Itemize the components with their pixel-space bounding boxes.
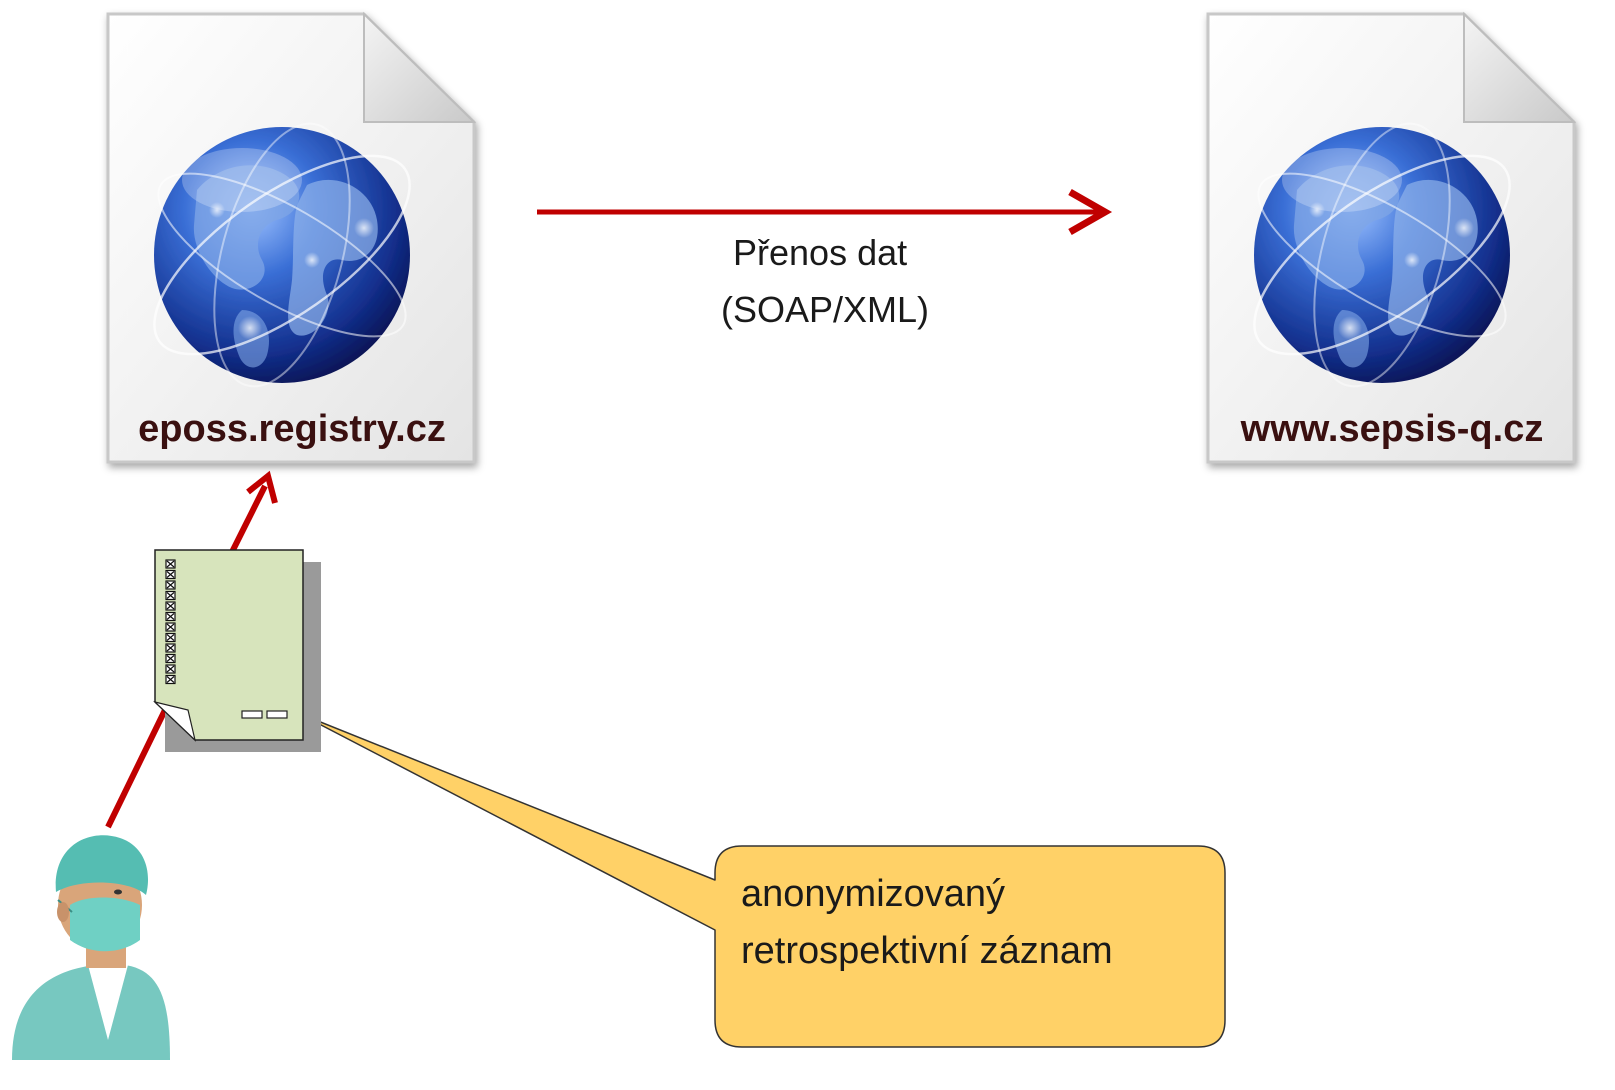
callout-text-line1: anonymizovaný: [741, 873, 1005, 915]
checkbox-check: [166, 665, 175, 673]
globe-document-icon: [1206, 12, 1576, 464]
target-host-label: www.sepsis-q.cz: [1240, 408, 1544, 450]
transfer-label-line2: (SOAP/XML): [721, 289, 929, 330]
checkbox-check: [166, 602, 175, 610]
checkbox-check: [166, 592, 175, 599]
checkbox-check: [166, 676, 175, 683]
checkbox-check: [166, 560, 175, 568]
form-to-host-arrowhead: [246, 470, 278, 504]
callout-text-line2: retrospektivní záznam: [741, 930, 1113, 972]
checkbox-check: [166, 623, 175, 631]
checkbox-check: [166, 571, 175, 578]
checkbox-check: [166, 634, 175, 641]
globe-document-icon: [106, 12, 476, 464]
checkbox-check: [166, 613, 175, 620]
callout-box: anonymizovaný retrospektivní záznam: [297, 712, 1226, 1048]
transfer-label-line1: Přenos dat: [733, 232, 907, 273]
target-host-node: [1206, 12, 1576, 464]
checkbox-check: [166, 644, 175, 652]
source-host-label: eposs.registry.cz: [138, 408, 446, 450]
checkbox-check: [166, 655, 175, 662]
surgeon-icon: [12, 835, 170, 1060]
form-to-host-line: [229, 484, 268, 554]
checkbox-check: [166, 581, 175, 589]
user-to-form-arrow: [105, 706, 169, 829]
source-host-node: [106, 12, 476, 464]
checklist-form-icon: [152, 549, 321, 752]
